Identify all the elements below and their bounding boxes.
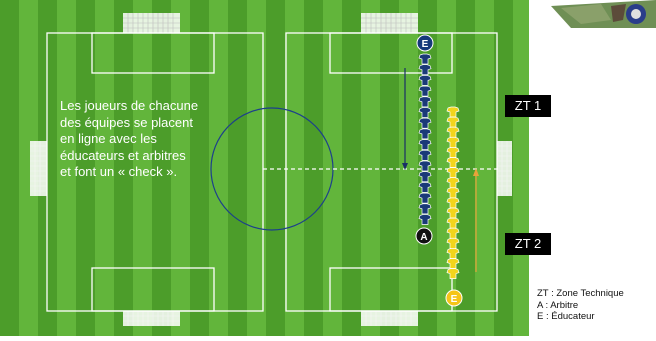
yellow-educator-marker: E: [446, 290, 462, 306]
pitch-stripe: [380, 0, 399, 336]
corner-photo: [551, 0, 656, 28]
instruction-line: en ligne avec les: [60, 131, 245, 148]
legend-item-zone-technique: ZT : Zone Technique: [537, 288, 624, 300]
pitch-stripe: [304, 0, 323, 336]
referee-marker: A: [416, 228, 432, 244]
legend: ZT : Zone Technique A : Arbitre E : Éduc…: [537, 288, 624, 323]
left-side-goal: [30, 141, 47, 196]
zone-technique-1-label: ZT 1: [505, 95, 551, 117]
referee-letter: A: [420, 232, 427, 243]
legend-item-educateur: E : Éducateur: [537, 311, 624, 323]
pitch-stripe: [342, 0, 361, 336]
blue-educator-letter: E: [422, 39, 429, 50]
right-side-goal: [497, 141, 512, 196]
pitch-stripe: [266, 0, 285, 336]
instruction-line: Les joueurs de chacune: [60, 98, 245, 115]
zone-technique-2-label: ZT 2: [505, 233, 551, 255]
instruction-text: Les joueurs de chacune des équipes se pl…: [60, 98, 245, 181]
bottom-right-goal: [361, 311, 418, 326]
blue-educator-marker: E: [417, 35, 433, 51]
instruction-line: éducateurs et arbitres: [60, 148, 245, 165]
pitch-stripe: [456, 0, 475, 336]
instruction-line: des équipes se placent: [60, 115, 245, 132]
yellow-educator-letter: E: [451, 294, 458, 305]
bottom-left-goal: [123, 311, 180, 326]
legend-item-arbitre: A : Arbitre: [537, 300, 624, 312]
instruction-line: et font un « check ».: [60, 164, 245, 181]
pitch-stripe: [0, 0, 19, 336]
